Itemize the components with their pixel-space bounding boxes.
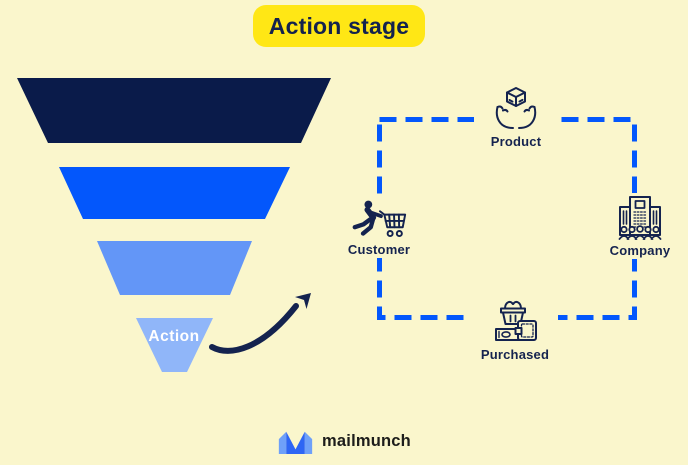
basket-payment-icon bbox=[495, 300, 537, 341]
person-cart-icon bbox=[352, 200, 407, 238]
cycle-node-label: Product bbox=[490, 134, 542, 149]
brand-name: mailmunch bbox=[322, 431, 411, 450]
hands-box-icon bbox=[495, 87, 537, 129]
cycle-node-customer: Customer bbox=[340, 197, 418, 258]
cycle-node-product: Product bbox=[474, 84, 558, 150]
cycle-node-purchased: Purchased bbox=[472, 293, 558, 363]
title-badge: Action stage bbox=[253, 5, 425, 47]
mailmunch-logo-icon bbox=[278, 431, 313, 454]
page-title: Action stage bbox=[268, 12, 410, 39]
funnel-segment-2 bbox=[59, 167, 290, 219]
funnel-segment-4 bbox=[136, 318, 213, 372]
cycle-node-label: Company bbox=[609, 243, 671, 258]
brand-footer: mailmunch bbox=[0, 427, 688, 455]
cycle-node-company: Company bbox=[601, 193, 679, 259]
funnel-segment-1 bbox=[17, 78, 331, 143]
company-building-icon bbox=[618, 196, 662, 240]
funnel-action-label: Action bbox=[148, 328, 199, 345]
cycle-node-label: Purchased bbox=[480, 347, 550, 362]
curved-arrow-icon bbox=[209, 293, 311, 354]
cycle-node-label: Customer bbox=[347, 242, 411, 257]
funnel-segment-3 bbox=[97, 241, 252, 295]
